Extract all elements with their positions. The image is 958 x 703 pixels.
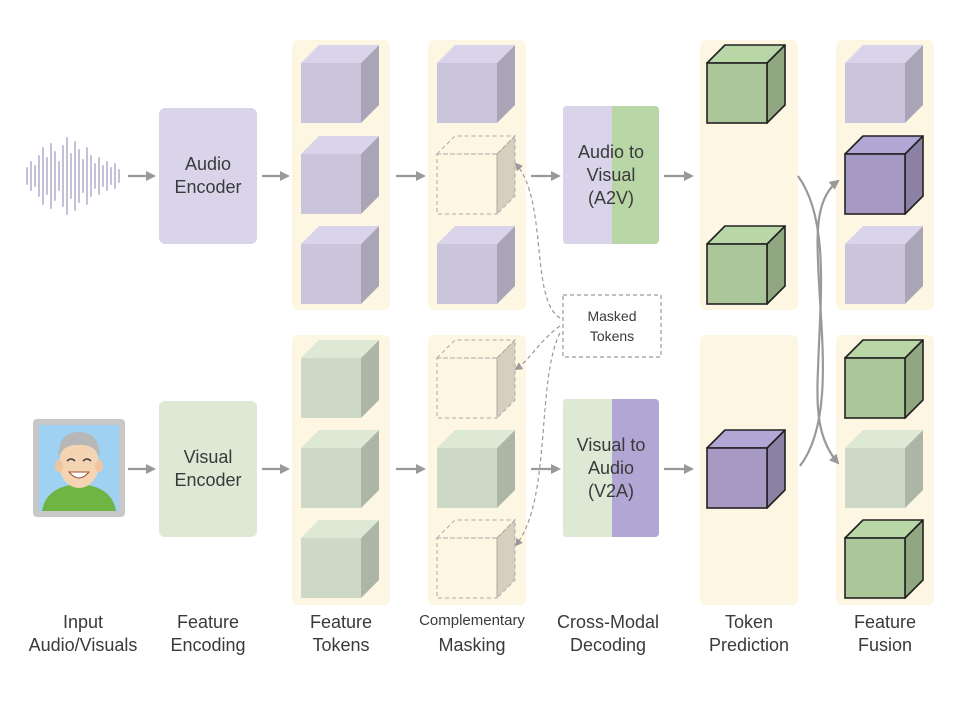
masked-tokens-line1: Masked [587,308,637,324]
v2a-line2: Audio [587,457,635,478]
masked-tokens-box [562,294,662,358]
a2v-line3: (A2V) [587,187,634,208]
stage-prediction-line2: Prediction [708,635,790,655]
masked-tokens-line2: Tokens [589,328,635,344]
audio-encoder-box [159,108,257,244]
stage-encoding-line2: Encoding [170,635,246,655]
stage-fusion-line2: Fusion [857,635,913,655]
visual-feature-token-cube [301,520,379,598]
stage-input-line2: Audio/Visuals [28,635,138,655]
stage-tokens-line2: Tokens [312,635,370,655]
audio-encoder-line2: Encoder [174,177,242,197]
visual-encoder-line2: Encoder [174,470,242,490]
stage-encoding-line1: Feature [176,612,240,632]
visual-feature-token-cube [301,340,379,418]
stage-label-tokens: Feature Tokens [281,611,401,657]
masked-token-arrows [514,162,561,547]
stage-label-masking: Complementary Masking [402,611,542,657]
a2v-line2: Visual [586,164,636,185]
predicted-visual-token-cube [706,225,786,305]
stage-fusion-line1: Feature [853,612,917,632]
stage-label-decoding: Cross-Modal Decoding [543,611,673,657]
visual-kept-token-cube [437,430,515,508]
predicted-visual-token-cube [706,44,786,124]
v2a-decoder-box [563,399,659,537]
stage-decoding-line2: Decoding [569,635,647,655]
stage-label-encoding: Feature Encoding [148,611,268,657]
visual-masked-token-cube [435,338,517,420]
stage-masking-line2: Masking [438,635,506,655]
face-photo-icon [33,419,125,517]
token-cubes [301,44,924,600]
audio-waveform-icon [26,137,120,215]
stage-input-line1: Input [62,612,104,632]
dashed-arrow-to-visual-mask-top [514,325,561,371]
stage-label-input: Input Audio/Visuals [13,611,153,657]
dashed-arrow-to-visual-mask-bottom [514,332,561,547]
predicted-audio-token-cube [706,429,786,509]
audio-masked-token-cube [435,134,517,216]
visual-encoder-box [159,401,257,537]
audio-kept-token-cube [437,45,515,123]
fused-predicted-visual-token-cube [844,519,924,599]
stage-prediction-line1: Token [724,612,774,632]
v2a-line3: (V2A) [587,480,634,501]
stage-label-fusion: Feature Fusion [825,611,945,657]
audio-encoder-label: Audio Encoder [159,108,257,244]
a2v-decoder-box [563,106,659,244]
arrow-cross-to-visual-fusion [797,175,840,465]
stage-tokens-line1: Feature [309,612,373,632]
stage-masking-line1: Complementary [419,612,525,629]
arrow-cross-to-audio-fusion [799,179,840,467]
fused-predicted-audio-token-cube [844,135,924,215]
audio-feature-token-cube [301,45,379,123]
audio-encoder-line1: Audio [184,154,232,174]
audio-feature-token-cube [301,226,379,304]
fused-predicted-visual-token-cube [844,339,924,419]
flow-arrows [128,171,840,474]
visual-encoder-line1: Visual [183,447,233,467]
stage-decoding-line1: Cross-Modal [556,612,660,632]
fused-visual-token-cube [845,430,923,508]
audio-feature-token-cube [301,136,379,214]
audio-kept-token-cube [437,226,515,304]
visual-feature-token-cube [301,430,379,508]
fused-audio-token-cube [845,45,923,123]
visual-masked-token-cube [435,518,517,600]
v2a-decoder-label: Visual to Audio (V2A) [563,399,659,537]
masked-tokens-label: Masked Tokens [563,295,661,357]
stage-label-prediction: Token Prediction [689,611,809,657]
a2v-line1: Audio to [577,141,645,162]
visual-encoder-label: Visual Encoder [159,401,257,537]
a2v-decoder-label: Audio to Visual (A2V) [563,106,659,244]
v2a-line1: Visual to [576,434,646,455]
fused-audio-token-cube [845,226,923,304]
